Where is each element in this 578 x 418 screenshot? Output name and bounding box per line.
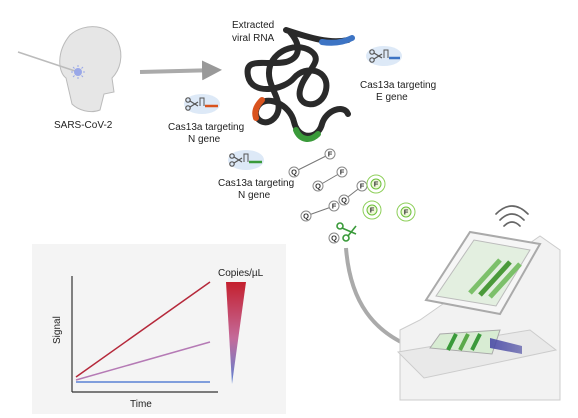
quencher: [300, 210, 312, 222]
rna-n-gene-green-segment: [293, 127, 321, 142]
legend-title: Copies/µL: [218, 268, 264, 279]
quencher-label: Q: [331, 234, 337, 243]
fluorophore: [336, 166, 348, 178]
quencher-label: Q: [303, 212, 309, 221]
cas-n2-label-line1: Cas13a targeting: [218, 178, 294, 189]
fluorophore-active: [400, 206, 412, 218]
rna-n-gene-orange-segment: [252, 97, 265, 121]
quencher-label: Q: [341, 196, 347, 205]
head-silhouette-icon: [59, 26, 122, 113]
cartridge-bands: [446, 333, 482, 351]
scissors-icon: [185, 97, 199, 111]
quencher-label: Q: [291, 168, 297, 177]
chart-panel: [32, 244, 286, 414]
quencher: [338, 194, 350, 206]
phone-screen: [435, 239, 531, 307]
phone-reader: [396, 205, 561, 401]
scissors-icon: [336, 222, 357, 242]
quencher: [288, 166, 300, 178]
cas13a-n-gene-orange: Cas13a targeting N gene: [168, 94, 244, 145]
fluorophore-label: F: [374, 180, 379, 189]
scissors-icon: [369, 49, 383, 63]
cas13a-n-gene-green: Cas13a targeting N gene: [218, 150, 294, 201]
series-line-2: [75, 341, 211, 381]
patient-head: SARS-CoV-2: [17, 26, 122, 131]
cas-e-label-line2: E gene: [376, 92, 408, 103]
cas-e-label-line1: Cas13a targeting: [360, 80, 436, 91]
quencher: [328, 232, 340, 244]
series-line-1: [75, 281, 211, 378]
rna-label-line1: Extracted: [232, 20, 274, 31]
viral-rna: Extracted viral RNA: [232, 20, 355, 142]
rna-e-gene-segment: [319, 35, 355, 46]
wifi-icon: [495, 205, 529, 227]
swab: [17, 51, 79, 73]
series-layer: [75, 281, 211, 383]
cas-n1-label-line1: Cas13a targeting: [168, 122, 244, 133]
cas-n1-label-line2: N gene: [188, 134, 221, 145]
x-axis-label: Time: [130, 399, 152, 410]
concentration-gradient-legend: [226, 282, 246, 384]
fluorophore-label: F: [332, 202, 337, 211]
quencher-label: Q: [315, 182, 321, 191]
phone-screen-bands: [468, 258, 522, 299]
fluorophore-active: [370, 178, 382, 190]
signal-chart: Time Signal Copies/µL: [32, 244, 286, 414]
fluorophore-label: F: [340, 168, 345, 177]
fluorophore-label: F: [370, 206, 375, 215]
fluorescence-glow: [396, 202, 416, 222]
virus-icon: [71, 65, 85, 79]
fluorophore-label: F: [328, 150, 333, 159]
quencher: [312, 180, 324, 192]
cas13a-e-gene: Cas13a targeting E gene: [360, 46, 436, 103]
fluorophore-active: [366, 204, 378, 216]
fluorescence-glow: [362, 200, 382, 220]
rna-strand: [244, 27, 351, 139]
flow-arrow-1: [139, 60, 222, 81]
fluorophore-label: F: [404, 208, 409, 217]
reporter-linker: [293, 153, 331, 173]
cas-n2-label-line2: N gene: [238, 190, 271, 201]
rna-label-line2: viral RNA: [232, 33, 275, 44]
fluorophore: [328, 200, 340, 212]
fluorophore: [324, 148, 336, 160]
y-axis-label: Signal: [52, 316, 63, 344]
fluorophore-label: F: [360, 182, 365, 191]
sars-label: SARS-CoV-2: [54, 120, 113, 131]
scissors-icon: [229, 153, 243, 167]
fluorescence-glow: [366, 174, 386, 194]
excitation-beam: [490, 338, 522, 354]
